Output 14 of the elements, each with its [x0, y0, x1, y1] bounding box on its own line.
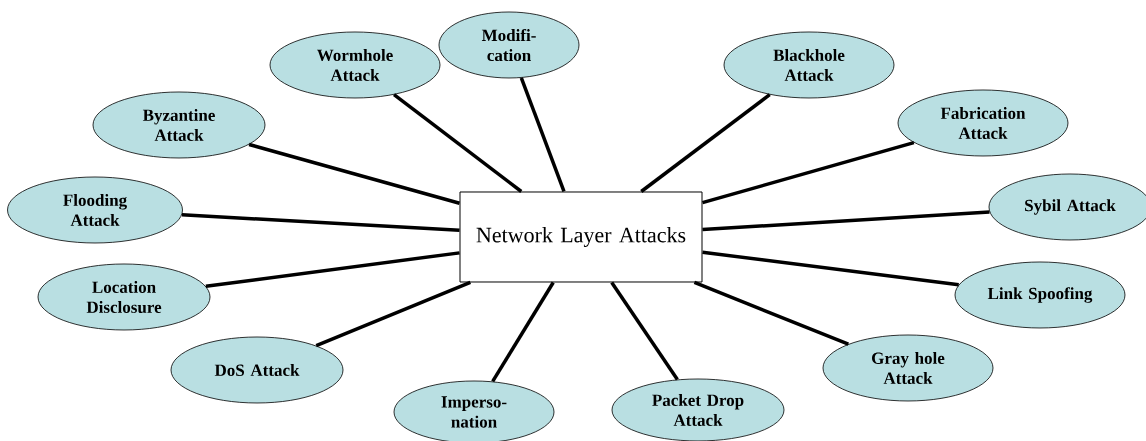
connector-line [519, 77, 566, 193]
connector-line [640, 93, 771, 193]
connector-line [702, 210, 990, 232]
connector-line [702, 250, 959, 287]
title-box: Network Layer Attacks [459, 191, 703, 283]
connector-line [248, 142, 460, 205]
connector-line [491, 281, 555, 383]
connector-line [392, 93, 523, 193]
connector-line [181, 213, 460, 232]
connector-line [693, 280, 849, 346]
connector-line [610, 281, 679, 381]
connector-line [315, 280, 471, 348]
connector-line [702, 140, 915, 205]
connector-line [205, 251, 460, 288]
